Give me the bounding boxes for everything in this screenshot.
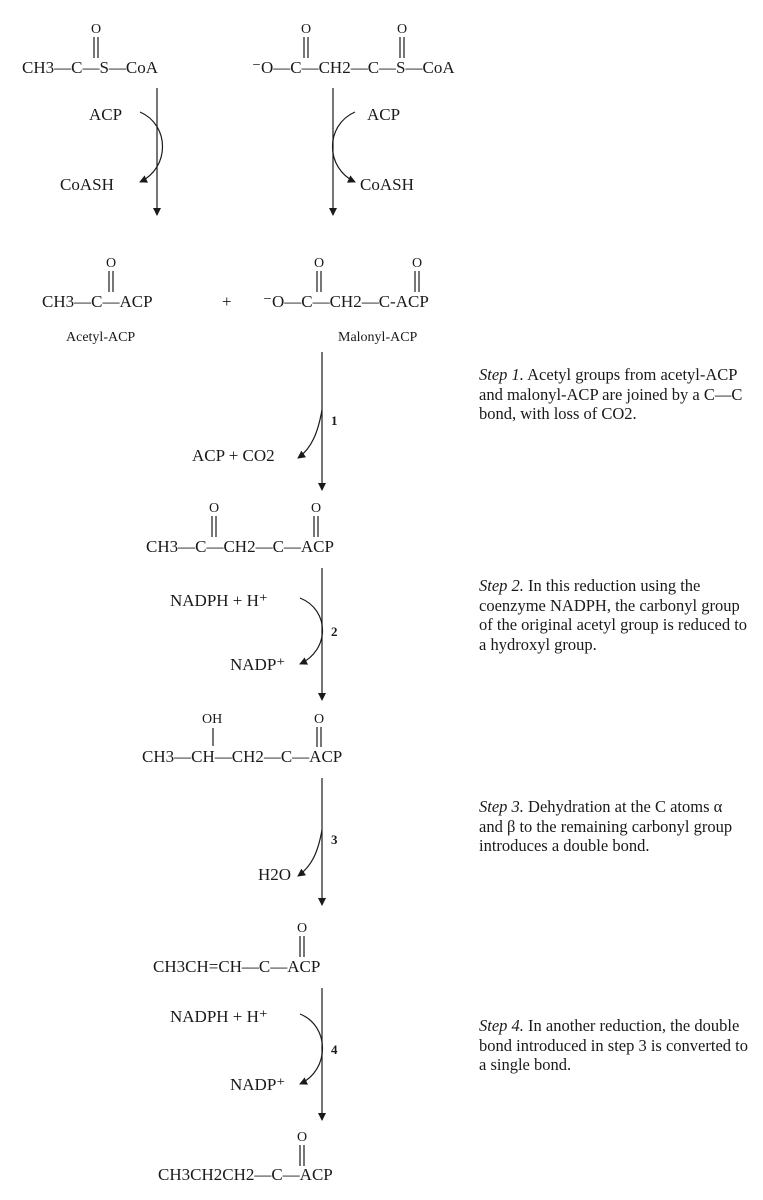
acp-exchange-left: ACP CoASH <box>60 88 163 216</box>
carbonyl-oxygen: O <box>297 921 307 936</box>
acp-label: ACP <box>89 105 122 124</box>
malonyl-acp-label: Malonyl-ACP <box>338 330 418 345</box>
step-1-description: Step 1. Acetyl groups from acetyl-ACP an… <box>479 365 749 424</box>
malonyl-coa-formula: ⁻O—C—CH2—C—S—CoA <box>252 58 455 77</box>
nadp-label: NADP⁺ <box>230 1075 285 1094</box>
curved-arrow <box>297 409 323 459</box>
acetoacetyl-acp: CH3—C—CH2—C—ACP O O <box>146 501 334 556</box>
carbonyl-oxygen: O <box>106 256 116 271</box>
step-4-number: 4 <box>331 1042 338 1057</box>
step-3-text: Dehydration at the C atoms α and β to th… <box>479 797 733 855</box>
carbonyl-oxygen: O <box>301 22 311 37</box>
malonyl-coa: ⁻O—C—CH2—C—S—CoA O O <box>252 22 455 77</box>
acetyl-acp-label: Acetyl-ACP <box>66 330 135 345</box>
step-2-title: Step 2. <box>479 576 524 595</box>
nadph-label: NADPH + H⁺ <box>170 1007 268 1026</box>
step-1-text: Acetyl groups from acetyl-ACP and malony… <box>479 365 743 423</box>
malonyl-acp: ⁻O—C—CH2—C-ACP O O Malonyl-ACP <box>263 256 429 345</box>
butyryl-acp-formula: CH3CH2CH2—C—ACP <box>158 1165 333 1184</box>
step-4-text: In another reduction, the double bond in… <box>479 1016 748 1074</box>
curved-arrow <box>297 829 323 877</box>
crotonyl-acp-formula: CH3CH=CH—C—ACP <box>153 957 320 976</box>
carbonyl-oxygen: O <box>314 256 324 271</box>
water-label: H2O <box>258 865 291 884</box>
step-3-title: Step 3. <box>479 797 524 816</box>
acp-label: ACP <box>367 105 400 124</box>
plus-sign: + <box>222 292 232 311</box>
carbonyl-oxygen: O <box>397 22 407 37</box>
hydroxybutyryl-acp: OH CH3—CH—CH2—C—ACP O <box>142 712 342 766</box>
carbonyl-oxygen: O <box>412 256 422 271</box>
curved-arrow <box>332 111 356 183</box>
acetyl-coa: CH3—C—S—CoA O <box>22 22 159 77</box>
acetyl-coa-formula: CH3—C—S—CoA <box>22 58 159 77</box>
butyryl-acp: CH3CH2CH2—C—ACP O <box>158 1130 333 1184</box>
step-2-text: In this reduction using the coenzyme NAD… <box>479 576 748 654</box>
step-3-number: 3 <box>331 832 338 847</box>
carbonyl-oxygen: O <box>91 22 101 37</box>
step-1-arrow: ACP + CO2 1 <box>192 352 338 491</box>
hydroxyl-label: OH <box>202 712 222 727</box>
step-4-arrow: NADPH + H⁺ NADP⁺ 4 <box>170 988 338 1121</box>
step-1-title: Step 1. <box>479 365 524 384</box>
step-2-description: Step 2. In this reduction using the coen… <box>479 576 749 654</box>
step-2-arrow: NADPH + H⁺ NADP⁺ 2 <box>170 568 338 701</box>
carbonyl-oxygen: O <box>314 712 324 727</box>
step-3-arrow: H2O 3 <box>258 778 338 906</box>
coash-label: CoASH <box>60 175 114 194</box>
malonyl-acp-formula: ⁻O—C—CH2—C-ACP <box>263 292 429 311</box>
curved-arrow <box>299 1013 323 1085</box>
crotonyl-acp: CH3CH=CH—C—ACP O <box>153 921 320 976</box>
nadp-label: NADP⁺ <box>230 655 285 674</box>
step-4-description: Step 4. In another reduction, the double… <box>479 1016 749 1075</box>
curved-arrow <box>139 111 163 183</box>
acetyl-acp: CH3—C—ACP O Acetyl-ACP <box>42 256 153 345</box>
step-4-title: Step 4. <box>479 1016 524 1035</box>
acp-exchange-right: ACP CoASH <box>329 88 414 216</box>
carbonyl-oxygen: O <box>297 1130 307 1145</box>
step-1-byproduct: ACP + CO2 <box>192 446 275 465</box>
acetyl-acp-formula: CH3—C—ACP <box>42 292 153 311</box>
step-1-number: 1 <box>331 413 338 428</box>
step-3-description: Step 3. Dehydration at the C atoms α and… <box>479 797 749 856</box>
coash-label: CoASH <box>360 175 414 194</box>
carbonyl-oxygen: O <box>209 501 219 516</box>
acetoacetyl-acp-formula: CH3—C—CH2—C—ACP <box>146 537 334 556</box>
curved-arrow <box>299 597 323 665</box>
nadph-label: NADPH + H⁺ <box>170 591 268 610</box>
hydroxybutyryl-acp-formula: CH3—CH—CH2—C—ACP <box>142 747 342 766</box>
carbonyl-oxygen: O <box>311 501 321 516</box>
step-2-number: 2 <box>331 624 338 639</box>
